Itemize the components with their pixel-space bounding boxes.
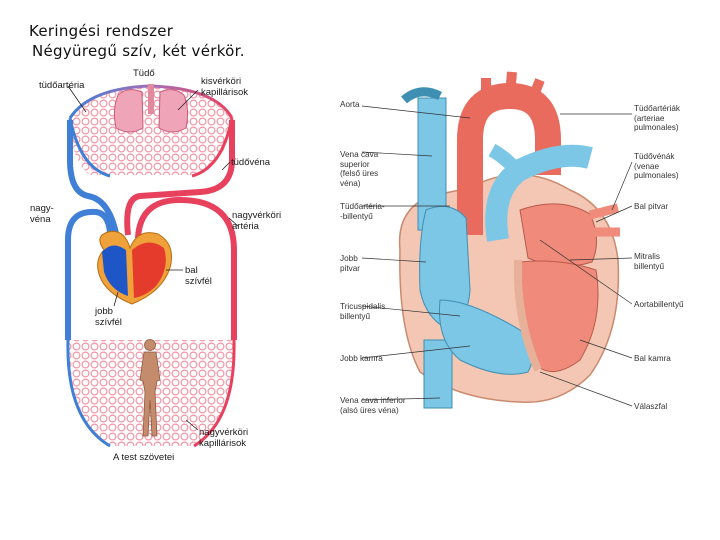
heart-label-pulmonary-veins: Tüdővénák (venae pulmonales) [634,152,679,181]
heart-label-right-ventricle: Jobb kamra [340,354,383,364]
heart-label-aorta: Aorta [340,100,360,110]
heart-label-aortic-valve: Aortabillentyű [634,300,684,310]
heart-label-right-atrium: Jobb pitvar [340,254,360,273]
heart-label-septum: Válaszfal [634,402,667,412]
heart-label-mitral-valve: Mitralis billentyű [634,252,664,271]
heart-label-pulmonary-valve: Tüdőartéria- -billentyű [340,202,385,221]
heart-label-left-ventricle: Bal kamra [634,354,671,364]
heart-label-superior-vena-cava: Vena cava superior (felső üres véna) [340,150,378,188]
heart-label-pulmonary-arteries: Tüdőartériák (arteriae pulmonales) [634,104,680,133]
heart-cross-section [400,72,620,408]
heart-label-tricuspid-valve: Tricuspidalis billentyű [340,302,385,321]
heart-label-inferior-vena-cava: Vena cava inferior (alsó üres véna) [340,396,406,415]
heart-label-left-atrium: Bal pitvar [634,202,668,212]
